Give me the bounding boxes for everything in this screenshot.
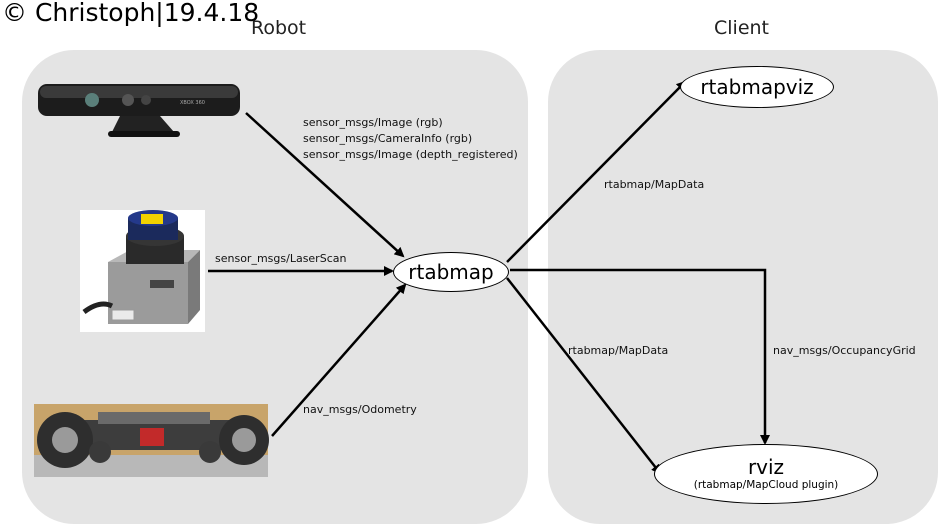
odom-edge-label: nav_msgs/Odometry (303, 403, 417, 416)
rviz-node: rviz (rtabmap/MapCloud plugin) (654, 444, 878, 504)
client-panel-title: Client (714, 17, 770, 39)
mapdata-viz-edge-label: rtabmap/MapData (604, 178, 705, 191)
arrow-odom-to-rtabmap (271, 283, 407, 437)
laser-edge-label: sensor_msgs/LaserScan (215, 252, 347, 265)
arrow-rtabmap-to-rviz-grid (510, 268, 770, 445)
occupancygrid-edge-label: nav_msgs/OccupancyGrid (773, 344, 916, 357)
kinect-edge-label-camerainfo: sensor_msgs/CameraInfo (rgb) (303, 132, 473, 145)
mapdata-rviz-edge-label: rtabmap/MapData (568, 344, 669, 357)
arrow-rtabmap-to-rtabmapviz (506, 80, 687, 263)
kinect-sensor-image: XBOX 360 (38, 84, 240, 137)
kinect-edge-label-depth: sensor_msgs/Image (depth_registered) (303, 148, 518, 161)
kinect-brand-text: XBOX 360 (180, 100, 205, 106)
rtabmapviz-node-label: rtabmapviz (700, 75, 814, 99)
robot-base-image (34, 404, 269, 477)
rviz-node-sublabel: (rtabmap/MapCloud plugin) (693, 479, 839, 491)
kinect-edge-label-rgb: sensor_msgs/Image (rgb) (303, 116, 443, 129)
copyright-text: © Christoph|19.4.18 (2, 0, 260, 27)
rviz-node-label: rviz (747, 455, 785, 479)
robot-panel-title: Robot (251, 17, 307, 39)
arrow-rtabmap-to-rviz-mapdata (506, 277, 662, 475)
laser-scanner-image (80, 210, 205, 332)
rtabmapviz-node: rtabmapviz (680, 66, 834, 108)
rtabmap-node-label: rtabmap (408, 260, 494, 284)
arrow-kinect-to-rtabmap (245, 112, 405, 258)
edge-arrows (208, 80, 770, 475)
rtabmap-node: rtabmap (393, 252, 509, 292)
